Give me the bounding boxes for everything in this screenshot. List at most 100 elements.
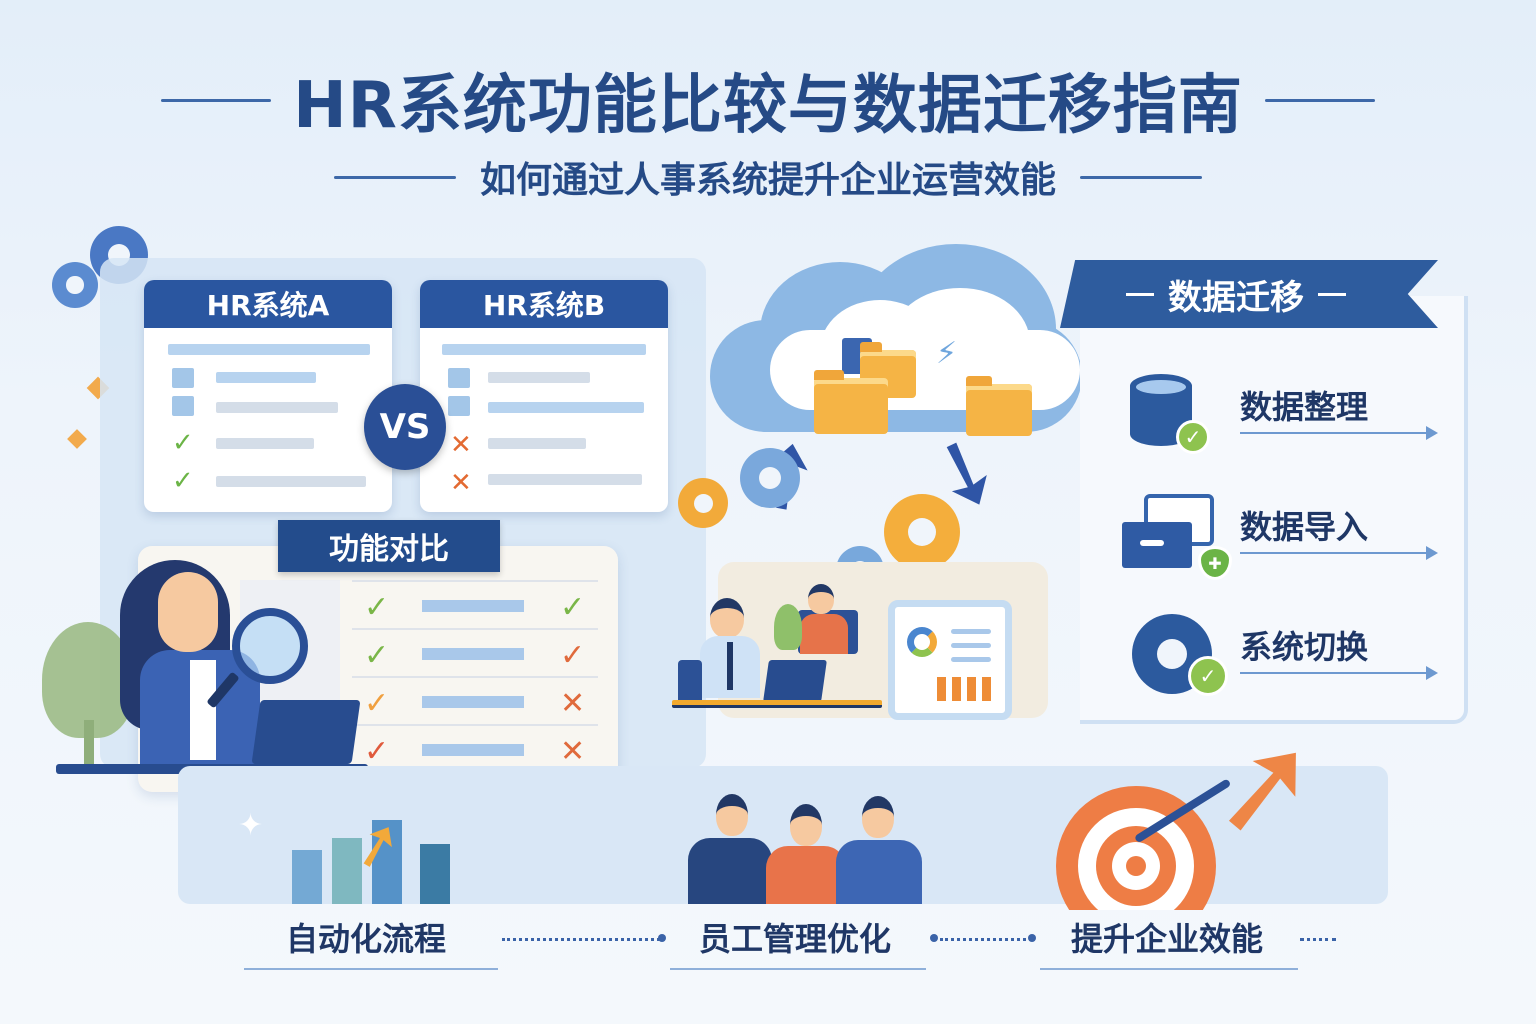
benefit-label: 员工管理优化 [698, 920, 891, 958]
analytics-report-card [888, 600, 1012, 720]
placeholder-square [448, 368, 470, 388]
bar-chart-icon [937, 677, 993, 701]
status-icon-right: ✓ [560, 638, 586, 673]
search-chart-icon [907, 627, 937, 657]
check-badge-icon: ✓ [1188, 656, 1228, 696]
feature-bar [422, 696, 524, 708]
page-title: HR系统功能比较与数据迁移指南 [293, 69, 1243, 143]
text-line [951, 643, 991, 648]
title-divider-left [161, 98, 272, 102]
row-bar [216, 438, 314, 449]
benefit-label: 提升企业效能 [1070, 920, 1263, 958]
status-icon-right: ✕ [560, 686, 586, 721]
migration-banner-title: 数据迁移 [1168, 277, 1304, 318]
subtitle-divider-right [1080, 175, 1202, 179]
row-bar [488, 438, 586, 449]
cross-icon: ✕ [450, 468, 472, 498]
storage-box-icon: ✚ [1120, 494, 1232, 580]
check-icon: ✓ [172, 466, 194, 496]
row-bar [488, 474, 642, 485]
colleague-body [800, 614, 848, 654]
benefit-underline [244, 968, 498, 970]
connector-dot [930, 934, 938, 942]
gear-icon: ✓ [1120, 614, 1228, 696]
step-arrow [1240, 666, 1438, 680]
migration-step: ✓ 数据整理 [1100, 370, 1440, 460]
feature-bar [422, 600, 524, 612]
step-arrow [1240, 426, 1438, 440]
folder-icon [814, 370, 888, 434]
system-a-title: HR系统A [144, 280, 392, 328]
migration-step: ✓ 系统切换 [1100, 610, 1440, 700]
shield-badge-icon: ✚ [1198, 546, 1232, 580]
office-chair [678, 660, 702, 706]
person-avatar [790, 804, 822, 846]
database-icon: ✓ [1120, 374, 1210, 454]
row-bar [216, 476, 366, 487]
banner-dash [1126, 292, 1154, 296]
status-icon-left: ✓ [364, 590, 390, 625]
migration-step: ✚ 数据导入 [1100, 490, 1440, 580]
subtitle-row: 如何通过人事系统提升企业运营效能 [0, 152, 1536, 202]
woman-face [158, 572, 218, 652]
status-icon-right: ✕ [560, 734, 586, 769]
status-icon-left: ✓ [364, 734, 390, 769]
connector-dot [1028, 934, 1036, 942]
text-line [951, 629, 991, 634]
gear-icon [740, 448, 800, 508]
migration-step-label: 数据导入 [1240, 508, 1369, 546]
desk [672, 700, 882, 708]
growth-chart-icon: ➚ [292, 805, 462, 904]
feature-bar [422, 648, 524, 660]
woman-shirt [190, 660, 216, 760]
banner-dash [1318, 292, 1346, 296]
cross-icon: ✕ [450, 430, 472, 460]
dotted-connector [502, 938, 660, 941]
check-badge-icon: ✓ [1176, 420, 1210, 454]
system-a-card: HR系统A ✓ ✓ [144, 280, 392, 512]
header-bar [168, 344, 370, 355]
person-body [836, 840, 922, 904]
folder-icon [966, 376, 1032, 436]
feature-row: ✓ ✕ [352, 676, 598, 724]
benefit-underline [670, 968, 926, 970]
plant-icon [774, 604, 802, 650]
status-icon-left: ✓ [364, 638, 390, 673]
text-line [951, 657, 991, 662]
connector-dot [658, 934, 666, 942]
placeholder-square [172, 396, 194, 416]
feature-bar [422, 744, 524, 756]
lightning-icon: ⚡ [936, 336, 958, 371]
placeholder-square [448, 396, 470, 416]
row-bar [216, 372, 316, 383]
row-bar [488, 372, 590, 383]
row-bar [488, 402, 644, 413]
benefits-row: 自动化流程 员工管理优化 提升企业效能 [240, 914, 1340, 974]
feature-row: ✓ ✕ [352, 724, 598, 772]
feature-comparison-banner: 功能对比 [278, 520, 500, 572]
vs-badge: VS [364, 384, 446, 470]
man-avatar [710, 598, 744, 638]
dotted-connector [940, 938, 1032, 941]
person-body [766, 846, 846, 904]
tree-illustration [42, 622, 134, 738]
migration-banner: 数据迁移 [1060, 260, 1438, 328]
magnifier-icon [232, 608, 308, 684]
gear-icon [52, 262, 98, 308]
status-icon-right: ✓ [560, 590, 586, 625]
system-b-title: HR系统B [420, 280, 668, 328]
tree-trunk [84, 720, 94, 770]
placeholder-square [172, 368, 194, 388]
page-subtitle: 如何通过人事系统提升企业运营效能 [479, 160, 1056, 201]
colleague-avatar [808, 584, 834, 614]
check-icon: ✓ [172, 428, 194, 458]
gear-icon [678, 478, 728, 528]
benefit-underline [1040, 968, 1298, 970]
laptop-icon [251, 700, 361, 764]
laptop-icon [763, 660, 827, 702]
diamond-icon [67, 429, 87, 449]
status-icon-left: ✓ [364, 686, 390, 721]
man-tie [727, 642, 733, 690]
system-b-card: HR系统B ✕ ✕ [420, 280, 668, 512]
step-arrow [1240, 546, 1438, 560]
